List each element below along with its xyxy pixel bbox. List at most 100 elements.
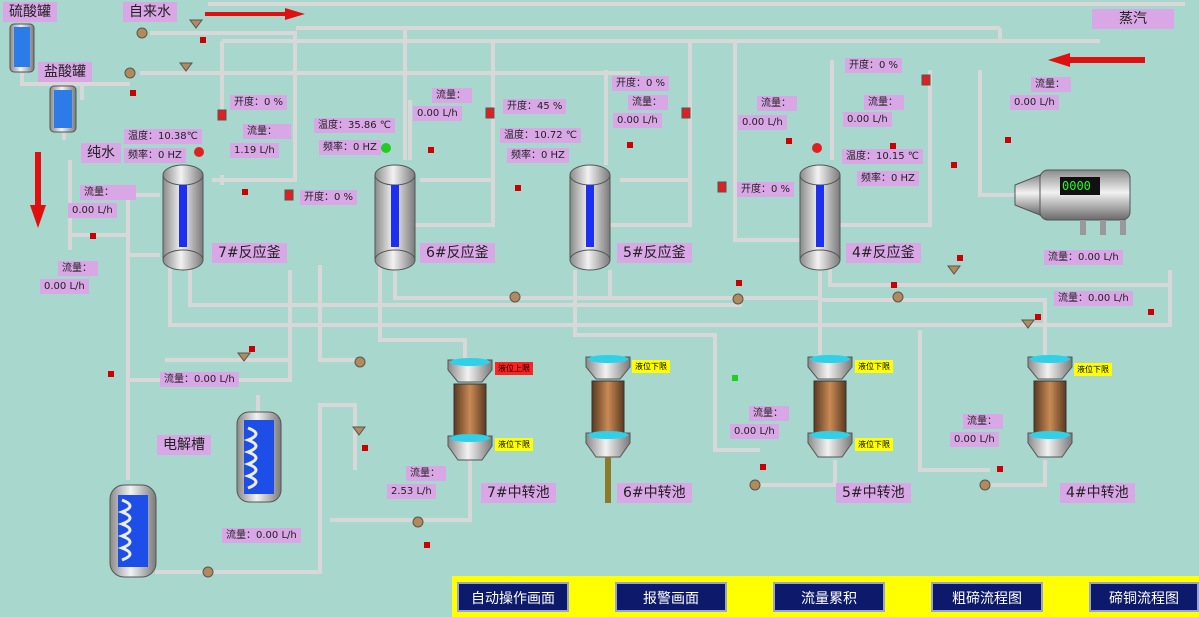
reactor-6-freq: 频率：0 HZ <box>319 140 381 155</box>
status-indicator <box>428 147 434 153</box>
flow-arrows <box>30 8 1145 228</box>
r4-opening-2: 开度：0 % <box>737 182 795 197</box>
steam-heater <box>1014 169 1131 235</box>
left-flow-value: 0.00 L/h <box>40 279 89 294</box>
r5-opening: 开度：45 % <box>503 99 567 114</box>
t5-flow-value: 0.00 L/h <box>730 424 779 439</box>
valves <box>124 19 1035 578</box>
status-indicator <box>424 542 430 548</box>
status-indicator <box>1035 314 1041 320</box>
electrolysis-vessels <box>109 411 282 578</box>
electrolysis-flow: 流量：0.00 L/h <box>222 528 301 543</box>
status-indicator <box>200 37 206 43</box>
status-indicator <box>362 445 368 451</box>
reactor-7-name: 7#反应釜 <box>212 243 287 263</box>
reactor-6-temp: 温度：35.86 ℃ <box>314 118 396 133</box>
nav-auto-operation-button[interactable]: 自动操作画面 <box>457 582 569 612</box>
status-indicator <box>1005 137 1011 143</box>
transfer-5-lower-alarm: 液位下限 <box>855 438 893 451</box>
r7-flow-value: 1.19 L/h <box>230 143 279 158</box>
reactor-7-freq: 频率：0 HZ <box>124 148 186 163</box>
status-indicator <box>130 90 136 96</box>
status-indicator-green <box>732 375 738 381</box>
r6-flow-value: 0.00 L/h <box>413 106 462 121</box>
bottom-flow: 流量：0.00 L/h <box>160 372 239 387</box>
t4-flow-value: 0.00 L/h <box>950 432 999 447</box>
transfer-5-name: 5#中转池 <box>836 483 911 503</box>
status-indicator <box>108 371 114 377</box>
pipes <box>20 2 1185 574</box>
t4-flow-label: 流量： <box>963 414 1003 429</box>
nav-tellurium-copper-button[interactable]: 碲铜流程图 <box>1089 582 1199 612</box>
status-indicator <box>242 189 248 195</box>
status-indicator <box>951 162 957 168</box>
reactor-vessels <box>162 164 841 271</box>
r6-flow-label: 流量： <box>432 88 472 103</box>
r5-flow-label: 流量： <box>628 95 668 110</box>
reactor-sensors <box>194 143 822 157</box>
transfer-6-alarm: 液位下限 <box>632 360 670 373</box>
nav-crude-tellurium-button[interactable]: 粗碲流程图 <box>931 582 1043 612</box>
status-indicator <box>997 466 1003 472</box>
steam-flow-label: 流量： <box>1031 77 1071 92</box>
transfer-7-lower-alarm: 液位下限 <box>495 438 533 451</box>
status-indicator <box>891 282 897 288</box>
transfer-4-alarm: 液位下限 <box>1074 363 1112 376</box>
navigation-bar: 自动操作画面 报警画面 流量累积 粗碲流程图 碲铜流程图 <box>452 576 1199 617</box>
transfer-5-upper-alarm: 液位下限 <box>855 360 893 373</box>
label-hcl-tank: 盐酸罐 <box>38 62 92 82</box>
reactor-6-name: 6#反应釜 <box>420 243 495 263</box>
status-indicator <box>249 346 255 352</box>
sulfuric-tank-shape <box>9 23 35 73</box>
transfer-6-name: 6#中转池 <box>617 483 692 503</box>
pure-water-flow-value: 0.00 L/h <box>68 203 117 218</box>
label-electrolysis: 电解槽 <box>157 435 211 455</box>
label-pure-water: 纯水 <box>81 143 121 163</box>
steam-flow-value: 0.00 L/h <box>1010 95 1059 110</box>
reactor-5-name: 5#反应釜 <box>617 243 692 263</box>
reactor-5-freq: 频率：0 HZ <box>507 148 569 163</box>
reactor-4-temp: 温度：10.15 ℃ <box>842 149 924 164</box>
status-indicator <box>957 255 963 261</box>
hcl-tank-shape <box>49 85 77 133</box>
status-indicator <box>786 138 792 144</box>
r4-flow-value: 0.00 L/h <box>843 112 892 127</box>
status-indicator <box>890 143 896 149</box>
status-indicator <box>627 142 633 148</box>
r7-flow-label: 流量： <box>243 124 291 139</box>
status-indicator <box>760 464 766 470</box>
heater-display: 0000 <box>1062 179 1091 193</box>
nav-alarm-button[interactable]: 报警画面 <box>615 582 727 612</box>
pure-water-flow-label: 流量： <box>80 185 136 200</box>
status-indicator <box>1148 309 1154 315</box>
transfer-tank-shapes <box>447 355 1073 503</box>
status-indicator <box>736 280 742 286</box>
r6-opening: 开度：0 % <box>300 190 358 205</box>
status-indicator <box>515 185 521 191</box>
transfer-7-name: 7#中转池 <box>481 483 556 503</box>
label-sulfuric-tank: 硫酸罐 <box>3 2 57 22</box>
status-indicator <box>90 233 96 239</box>
t5-flow-label: 流量： <box>749 406 789 421</box>
left-flow-label: 流量： <box>58 261 98 276</box>
t7-flow-value: 2.53 L/h <box>387 484 436 499</box>
right-flow-1: 流量：0.00 L/h <box>1044 250 1123 265</box>
label-tap-water: 自来水 <box>123 2 177 22</box>
r4-flow-label: 流量： <box>864 95 904 110</box>
r5-flow-value: 0.00 L/h <box>613 113 662 128</box>
r4a-flow-value: 0.00 L/h <box>738 115 787 130</box>
reactor-5-temp: 温度：10.72 ℃ <box>500 128 582 143</box>
transfer-7-upper-alarm: 液位上限 <box>495 362 533 375</box>
reactor-4-freq: 频率：0 HZ <box>857 171 919 186</box>
r4a-flow-label: 流量： <box>757 96 797 111</box>
label-steam: 蒸汽 <box>1092 9 1174 29</box>
reactor-4-name: 4#反应釜 <box>846 243 921 263</box>
nav-flow-total-button[interactable]: 流量累积 <box>773 582 885 612</box>
r5-opening-2: 开度：0 % <box>612 76 670 91</box>
reactor-7-temp: 温度：10.38℃ <box>124 129 202 144</box>
r7-opening: 开度：0 % <box>230 95 288 110</box>
t7-flow-label: 流量： <box>406 466 446 481</box>
transfer-4-name: 4#中转池 <box>1060 483 1135 503</box>
r4-opening: 开度：0 % <box>845 58 903 73</box>
